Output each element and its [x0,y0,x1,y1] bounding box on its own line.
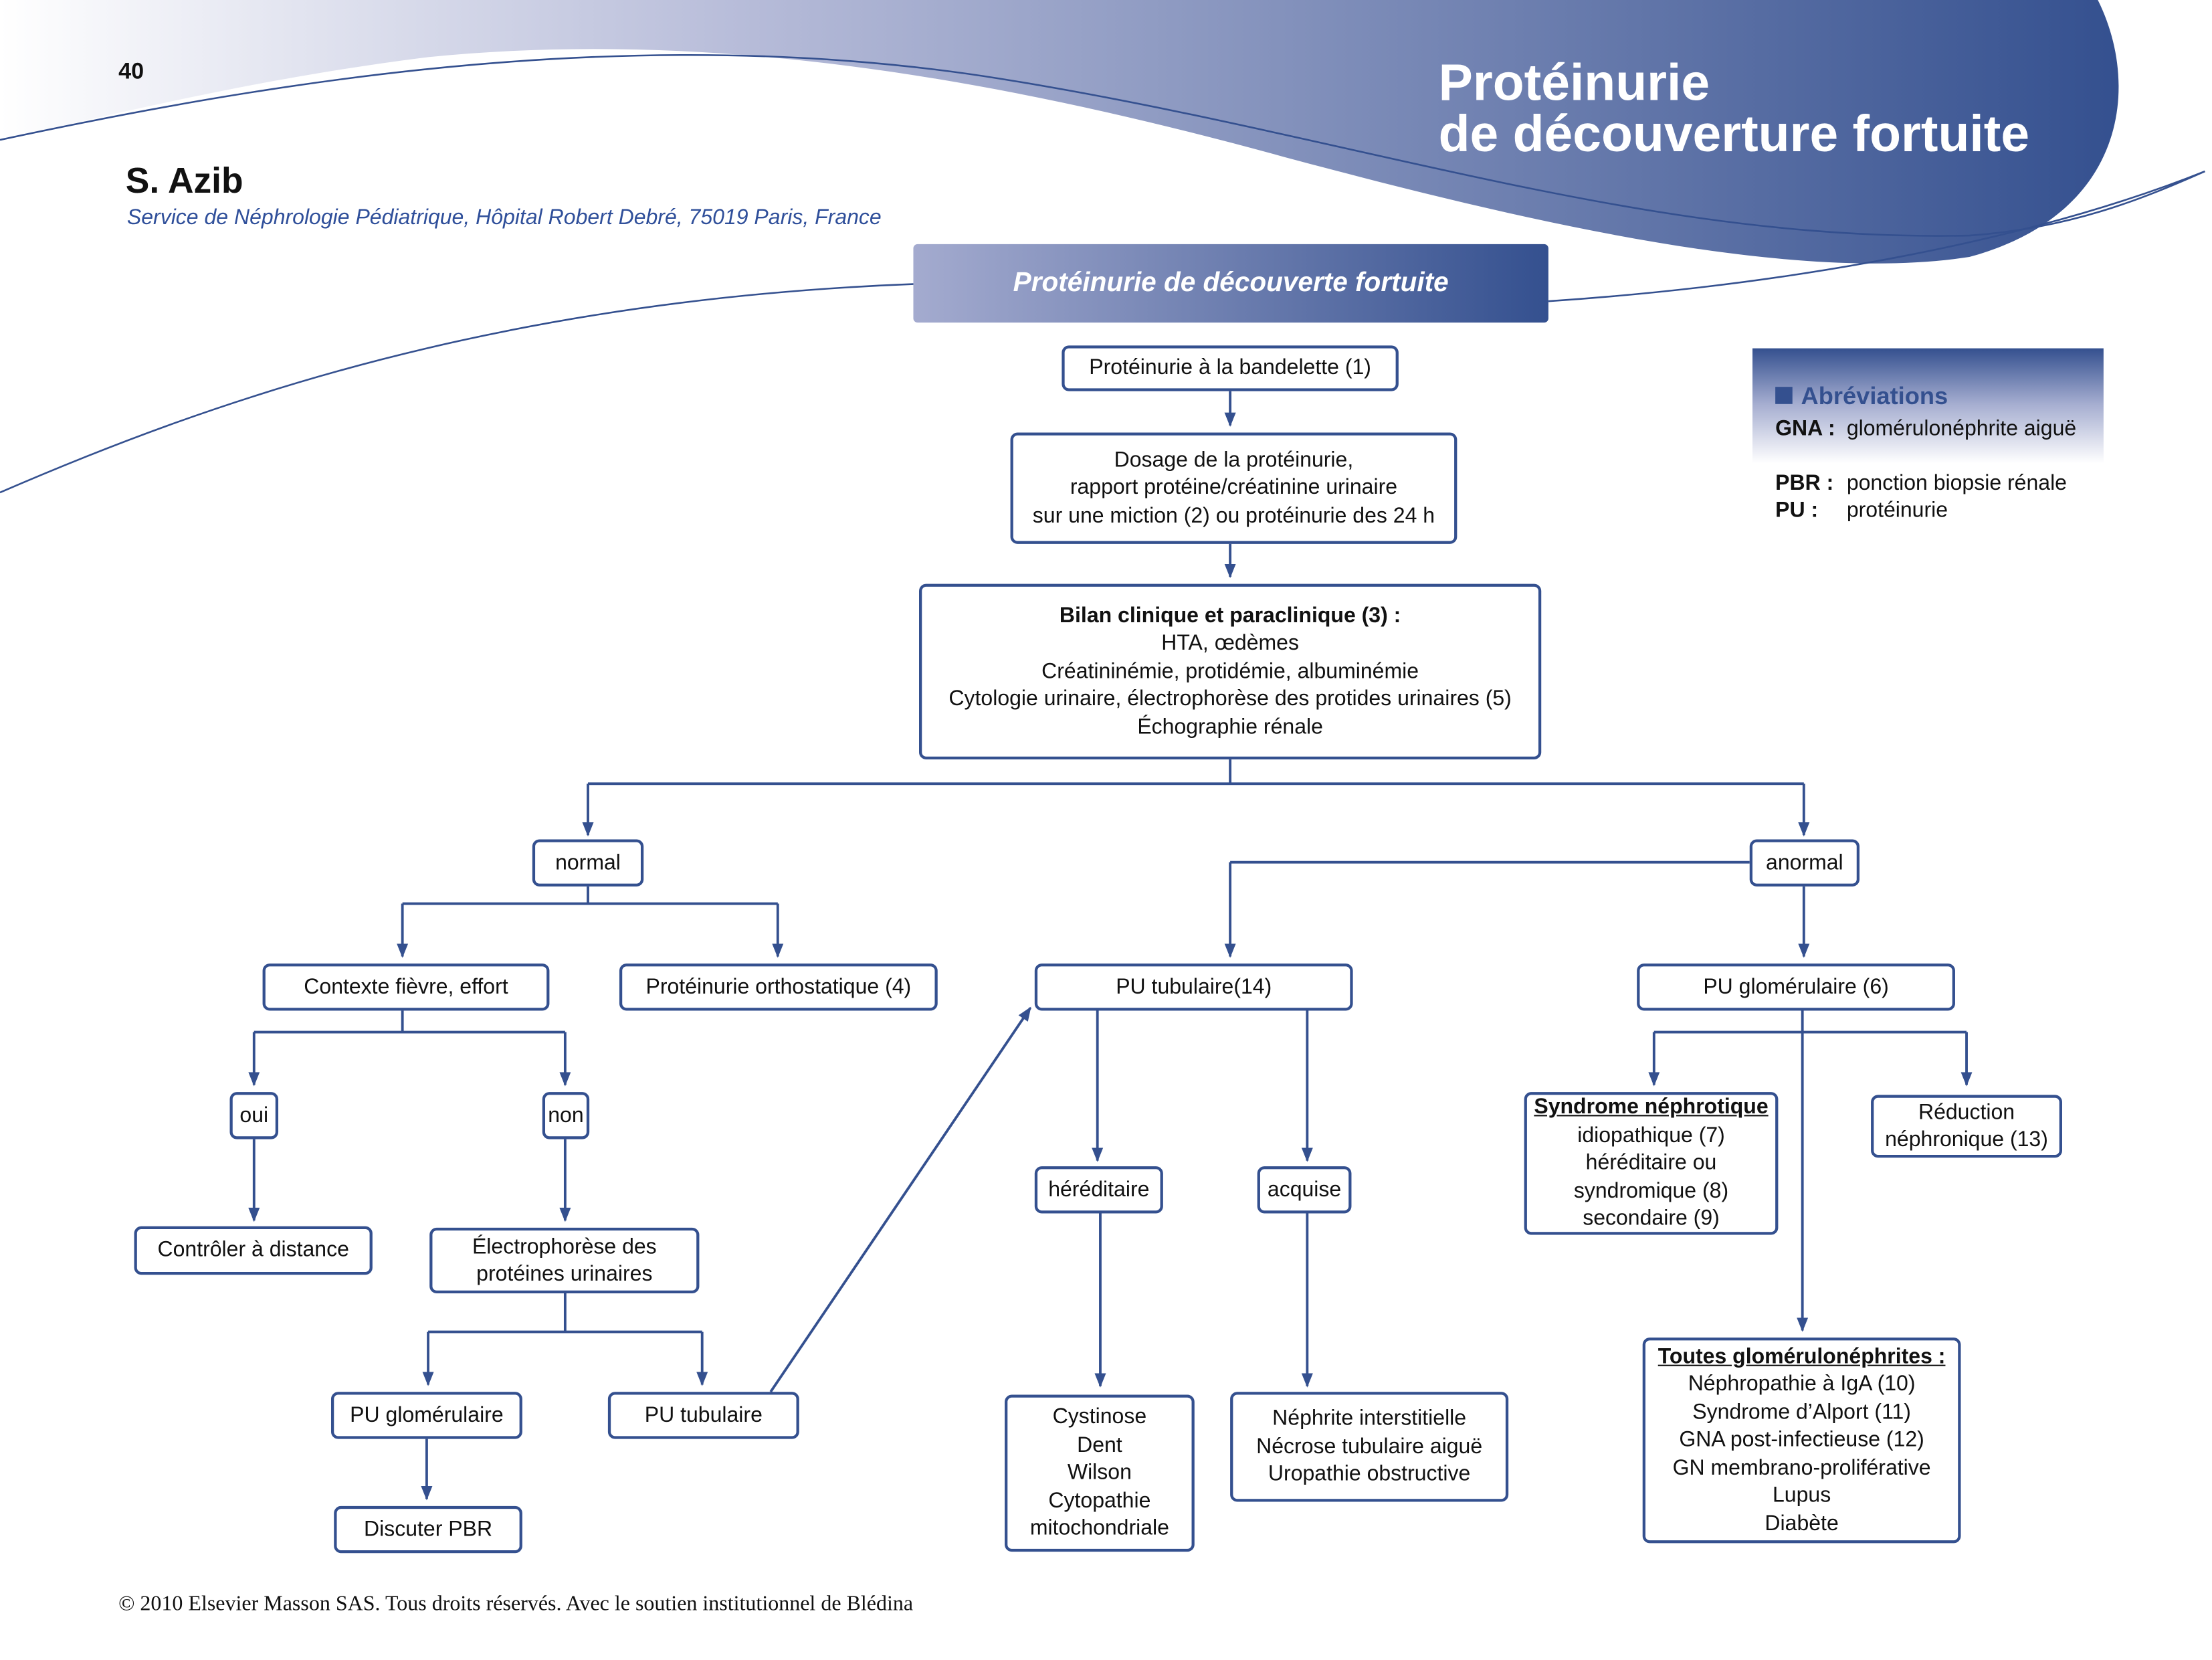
title-line: de découverture fortuite [1438,104,2030,163]
banner: Protéinurie de découverte fortuite [913,244,1548,323]
text-line: Syndrome d’Alport (11) [1692,1400,1911,1424]
text-line: Cytopathie [1048,1488,1151,1513]
title-line: Protéinurie [1438,52,1710,112]
text-line: PU glomérulaire (6) [1703,974,1889,999]
header-wave [0,0,2119,264]
text-line: Uropathie obstructive [1268,1462,1471,1487]
text-line: néphronique (13) [1885,1127,2048,1152]
node-normal: normal [532,839,644,887]
text-line: Nécrose tubulaire aiguë [1256,1434,1483,1459]
wave-line-2 [0,283,914,494]
text-line: Dent [1077,1433,1122,1457]
text-line: mitochondriale [1029,1516,1169,1541]
text-line: oui [239,1103,269,1127]
node-pu-tubulaire-14: PU tubulaire(14) [1034,963,1353,1011]
text-line: Contexte fièvre, effort [304,974,508,999]
square-bullet-icon [1775,387,1793,404]
text-line: secondaire (9) [1583,1206,1720,1231]
text-line: Néphropathie à IgA (10) [1688,1372,1916,1397]
text-line: sur une miction (2) ou protéinurie des 2… [1032,503,1435,528]
abbreviation-item: PBR : ponction biopsie rénale [1775,471,2067,496]
text-line: syndromique (8) [1573,1178,1729,1204]
text-line: Discuter PBR [364,1517,493,1542]
node-pu-glomerulaire: PU glomérulaire [330,1392,522,1439]
definition: protéinurie [1846,498,1948,523]
connectors [248,391,1973,1501]
text-line: HTA, œdèmes [1161,631,1299,656]
node-contexte: Contexte fièvre, effort [262,963,550,1011]
node-bilan: Bilan clinique et paraclinique (3) : HTA,… [919,583,1542,760]
text-line: GNA post-infectieuse (12) [1679,1428,1924,1453]
node-hereditaire: héréditaire [1034,1166,1163,1214]
node-syndrome-nephrotique: Syndrome néphrotique idiopathique (7) héré… [1524,1092,1779,1235]
abbreviations-panel: Abréviations GNA : glomérulonéphrite aigu… [1752,348,2104,534]
text-line: idiopathique (7) [1577,1123,1725,1147]
node-electrophorese: Électrophorèse des protéines urinaires [429,1227,700,1293]
text-line: Néphrite interstitielle [1272,1406,1467,1431]
definition: glomérulonéphrite aiguë [1846,416,2077,442]
text-line: non [548,1103,584,1127]
text-line: rapport protéine/créatinine urinaire [1070,476,1398,500]
text-line: PU tubulaire(14) [1116,974,1272,999]
text-line: normal [555,850,621,875]
text-line: Diabète [1765,1511,1839,1536]
text-line: héréditaire [1048,1177,1150,1202]
text-line: PU glomérulaire [350,1402,504,1428]
author: S. Azib [125,161,243,201]
text-line: Réduction [1918,1099,2015,1125]
arrow-connector [769,1006,1032,1393]
text-line: Échographie rénale [1137,715,1323,739]
text-line: Cystinose [1052,1404,1147,1430]
node-acquise: acquise [1257,1166,1352,1214]
node-anormal: anormal [1749,839,1860,887]
abbr: PU : [1775,498,1819,523]
node-non: non [542,1092,590,1139]
node-pu-glomerulaire-6: PU glomérulaire (6) [1637,963,1955,1011]
node-bandelette: Protéinurie à la bandelette (1) [1062,345,1399,391]
text-line: Protéinurie à la bandelette (1) [1089,355,1371,381]
text-line: héréditaire ou [1585,1151,1717,1176]
abbreviation-item: GNA : glomérulonéphrite aiguë [1775,417,2082,442]
text-line: Lupus [1773,1483,1831,1508]
text-line: anormal [1766,850,1843,875]
node-pu-tubulaire: PU tubulaire [607,1392,799,1439]
text-line: acquise [1267,1177,1342,1202]
text-line: Créatininémie, protidémie, albuminémie [1041,659,1419,684]
definition: ponction biopsie rénale [1846,471,2067,496]
text-line: protéines urinaires [476,1262,653,1287]
text-line: Toutes glomérulonéphrites : [1657,1344,1946,1369]
node-controler: Contrôler à distance [134,1226,373,1275]
text-line: PU tubulaire [644,1402,763,1428]
text-line: Protéinurie orthostatique (4) [645,974,912,999]
text-line: Contrôler à distance [157,1238,349,1263]
abbreviation-item: PU : protéinurie [1775,498,1948,524]
abbr: PBR : [1775,471,1834,496]
abbr: GNA : [1775,416,1835,442]
copyright-footer: © 2010 Elsevier Masson SAS. Tous droits … [118,1593,914,1617]
node-oui: oui [229,1092,279,1139]
wave-line-3 [1548,170,2205,302]
node-orthostatique: Protéinurie orthostatique (4) [619,963,938,1011]
node-toutes-glomerulonephrites: Toutes glomérulonéphrites : Néphropathie … [1642,1338,1961,1544]
page-title: Protéinurie de découverture fortuite [1438,52,2030,163]
page-number: 40 [118,60,144,84]
abbreviations-title: Abréviations [1775,383,1948,411]
text-line: Wilson [1067,1461,1132,1485]
text-line: Dosage de la protéinurie, [1114,448,1354,472]
node-dosage: Dosage de la protéinurie, rapport protéin… [1010,432,1457,544]
text-line: Bilan clinique et paraclinique (3) : [1059,603,1401,628]
abbreviations-title-text: Abréviations [1801,382,1948,410]
text-line: Électrophorèse des [472,1234,657,1259]
node-discuter-pbr: Discuter PBR [334,1505,522,1554]
text-line: Cytologie urinaire, électrophorèse des p… [948,686,1512,712]
affiliation: Service de Néphrologie Pédiatrique, Hôpi… [126,205,882,230]
text-line: Syndrome néphrotique [1534,1095,1769,1120]
text-line: GN membrano-proliférative [1672,1455,1931,1480]
